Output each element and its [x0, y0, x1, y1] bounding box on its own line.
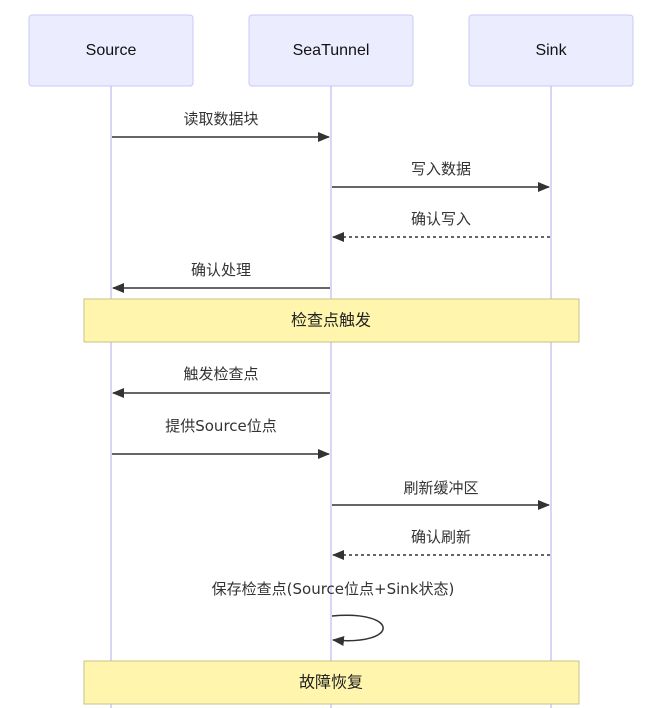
message-label: 确认写入 — [411, 210, 471, 228]
self-loop-arrow — [331, 614, 384, 646]
actor-source-label: Source — [86, 42, 137, 59]
message-label: 确认处理 — [191, 261, 251, 279]
note-label: 检查点触发 — [291, 311, 371, 330]
message-label: 写入数据 — [411, 160, 471, 178]
actor-seatunnel-label: SeaTunnel — [293, 42, 370, 59]
message-label: 确认刷新 — [411, 528, 471, 546]
actor-seatunnel-box — [248, 14, 414, 87]
message-label: 刷新缓冲区 — [403, 479, 478, 497]
note-fault-recovery: 故障恢复 — [83, 660, 580, 705]
message-label: 触发检查点 — [183, 365, 258, 383]
note-checkpoint-trigger: 检查点触发 — [83, 298, 580, 343]
actor-sink-label: Sink — [535, 42, 567, 59]
actor-source: Source — [28, 14, 194, 87]
message-label: 读取数据块 — [183, 110, 258, 128]
message-label: 提供Source位点 — [165, 417, 277, 435]
message-label: 保存检查点(Source位点+Sink状态) — [212, 580, 455, 598]
actor-source-box — [28, 14, 194, 87]
actor-seatunnel: SeaTunnel — [248, 14, 414, 87]
note-label: 故障恢复 — [299, 673, 363, 692]
actor-sink-box — [468, 14, 634, 87]
actor-sink: Sink — [468, 14, 634, 87]
note-box — [83, 660, 580, 705]
note-box — [83, 298, 580, 343]
